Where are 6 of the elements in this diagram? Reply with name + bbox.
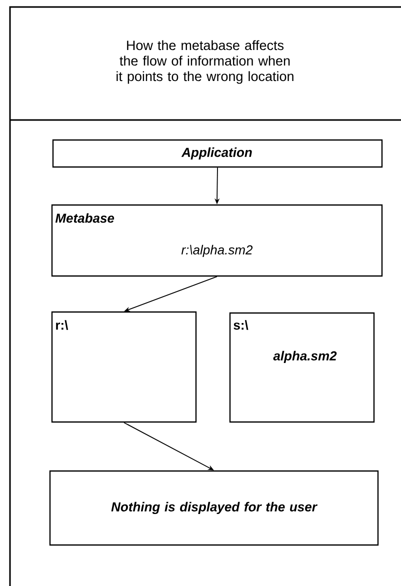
process-box: r:\	[51, 311, 197, 423]
process-box: Metabase r:\alpha.sm2	[51, 204, 383, 277]
process-box: s:\ alpha.sm2	[229, 312, 375, 423]
process-box: Application	[52, 139, 383, 168]
process-box: Nothing is displayed for the user	[49, 470, 379, 546]
title: How the metabase affects the flow of information when it points to the wrong location	[116, 40, 294, 84]
